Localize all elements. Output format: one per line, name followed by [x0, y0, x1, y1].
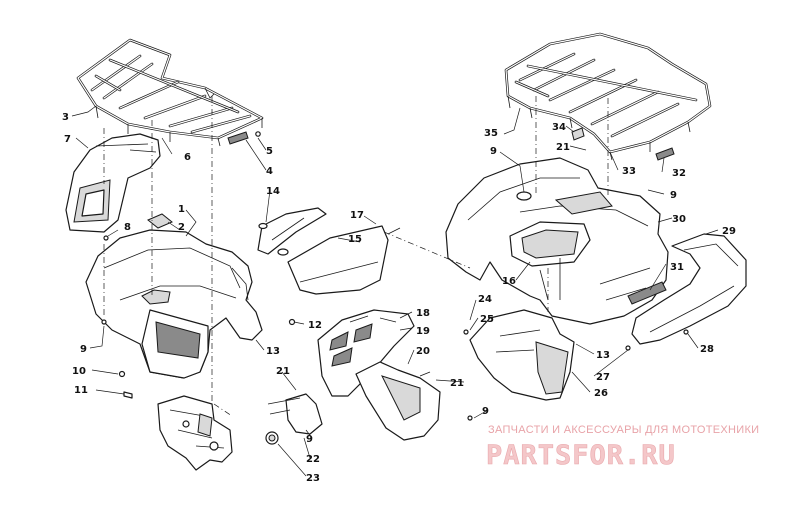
callout-24: 24: [478, 294, 492, 305]
floor-bracket: [267, 393, 323, 435]
callout-26: 26: [594, 388, 608, 399]
spacer-34: [571, 127, 585, 141]
front-rack: [76, 38, 264, 147]
callout-32: 32: [672, 168, 686, 179]
rack-bracket-32: [655, 147, 675, 161]
callout-3: 3: [62, 112, 69, 123]
callout-29: 29: [722, 226, 736, 237]
front-fender: [85, 229, 263, 379]
callout-14: 14: [266, 186, 280, 197]
callout-9b: 9: [490, 146, 497, 157]
callout-9e: 9: [306, 434, 313, 445]
rivet-11: [123, 391, 133, 399]
clip-21: [419, 371, 431, 377]
callout-17: 17: [350, 210, 364, 221]
callout-4: 4: [266, 166, 273, 177]
callout-20: 20: [416, 346, 430, 357]
callout-13b: 13: [596, 350, 610, 361]
clip-25: [463, 329, 469, 335]
callout-10: 10: [72, 366, 86, 377]
decal-31: [627, 281, 667, 305]
assembly-lines: [103, 96, 609, 417]
callout-9a: 9: [80, 344, 87, 355]
callout-22: 22: [306, 454, 320, 465]
panel-clip-17: [387, 227, 401, 235]
clip-27: [625, 345, 631, 351]
callout-31: 31: [670, 262, 684, 273]
watermark-tagline: ЗАПЧАСТИ И АКСЕССУАРЫ ДЛЯ МОТОТЕХНИКИ: [488, 424, 759, 436]
callout-5: 5: [266, 146, 273, 157]
callout-21b: 21: [276, 366, 290, 377]
callout-18: 18: [416, 308, 430, 319]
callout-33: 33: [622, 166, 636, 177]
callout-21c: 21: [450, 378, 464, 389]
callout-34: 34: [552, 122, 566, 133]
screw-9d: [467, 415, 473, 421]
callout-15: 15: [348, 234, 362, 245]
screw-28: [683, 329, 689, 335]
callout-6: 6: [184, 152, 191, 163]
leader-lines: [71, 105, 719, 477]
callout-27: 27: [596, 372, 610, 383]
bolt-5: [255, 131, 261, 137]
callout-8: 8: [124, 222, 131, 233]
callout-9c: 9: [670, 190, 677, 201]
screw-8: [103, 235, 109, 241]
right-footwell: [469, 309, 575, 401]
callout-30: 30: [672, 214, 686, 225]
watermark-brand: PARTSFOR.RU: [486, 440, 676, 471]
clip-12: [288, 318, 296, 326]
callout-1: 1: [178, 204, 185, 215]
callout-7: 7: [64, 134, 71, 145]
callout-11: 11: [74, 385, 88, 396]
callout-28: 28: [700, 344, 714, 355]
callout-19: 19: [416, 326, 430, 337]
rear-side-fender: [631, 233, 747, 345]
front-frame-bracket: [157, 395, 233, 471]
side-panel-upper: [257, 207, 327, 255]
watermark: ЗАПЧАСТИ И АКСЕССУАРЫ ДЛЯ МОТОТЕХНИКИ PA…: [486, 424, 759, 471]
screw-10: [118, 370, 126, 378]
headlight-cowl: [65, 133, 161, 233]
callout-25: 25: [480, 314, 494, 325]
rack-bracket-plate: [227, 131, 249, 145]
side-panel-lower: [277, 225, 389, 295]
rear-fender: [445, 157, 669, 325]
callout-35: 35: [484, 128, 498, 139]
rear-rack: [504, 32, 712, 161]
callout-2: 2: [178, 222, 185, 233]
callout-23: 23: [306, 473, 320, 484]
callout-9d: 9: [482, 406, 489, 417]
callout-16: 16: [502, 276, 516, 287]
callout-12: 12: [308, 320, 322, 331]
callout-13a: 13: [266, 346, 280, 357]
callout-21a: 21: [556, 142, 570, 153]
footwell-inner: [317, 309, 415, 397]
footwell-guard: [355, 361, 441, 441]
decal-2: [147, 213, 173, 229]
callout-labels: 3 7 6 5 4 14 1 2 8 9 10 11 12 13 15 17 3…: [62, 112, 736, 484]
screw-9: [101, 319, 107, 325]
